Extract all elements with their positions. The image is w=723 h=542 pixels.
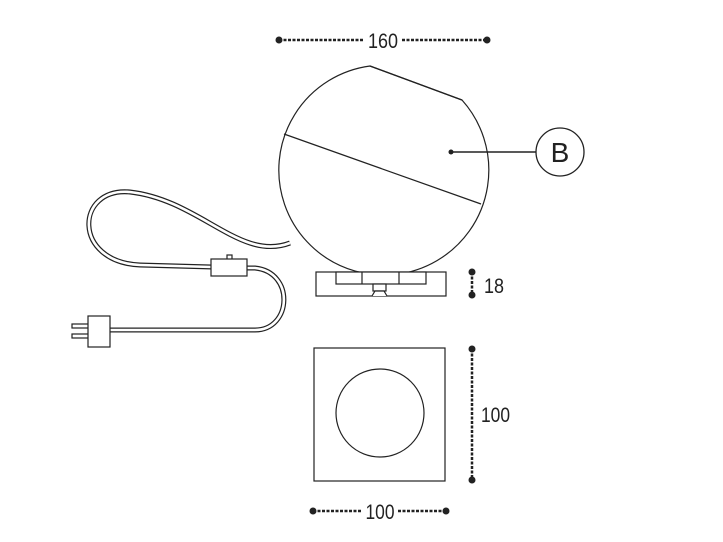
callout-b: B — [448, 127, 585, 177]
dimension-label-base-height: 18 — [484, 275, 504, 298]
lamp-base-top-view — [313, 347, 446, 482]
dimension-base-width: 100 — [309, 501, 450, 524]
lamp-base-side — [315, 271, 447, 297]
dimension-width-top: 160 — [275, 30, 491, 53]
power-plug — [71, 315, 111, 348]
dimension-label-base-depth: 100 — [481, 404, 510, 427]
dimension-label-base-width: 100 — [366, 501, 395, 524]
dimension-base-height: 18 — [468, 268, 504, 299]
cord-switch — [210, 254, 248, 277]
dimension-base-depth: 100 — [468, 345, 510, 484]
power-cord — [86, 189, 291, 333]
dimension-label-width-top: 160 — [368, 30, 398, 53]
lamp-sphere — [278, 65, 490, 276]
callout-label: B — [551, 137, 570, 168]
